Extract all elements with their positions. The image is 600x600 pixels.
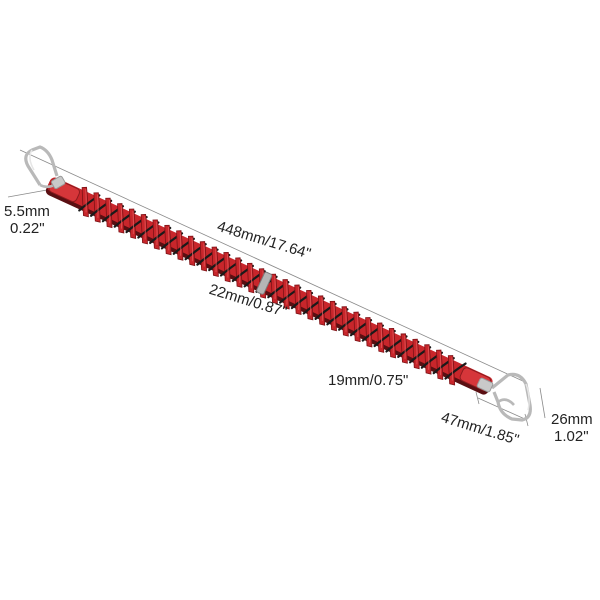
right-swivel-clasp <box>476 372 532 422</box>
braid-highlight <box>85 189 87 213</box>
braid-highlight <box>191 237 194 262</box>
braid-loop <box>294 284 302 315</box>
braid-loop <box>187 235 196 267</box>
braid-highlight <box>439 351 442 376</box>
braid-loop <box>164 224 172 256</box>
clasp-length-tick-a <box>475 391 480 405</box>
braid-highlight <box>250 265 253 289</box>
braid-highlight <box>404 335 406 359</box>
braid-highlight <box>451 357 453 381</box>
hole-size-mm-label: 5.5mm <box>4 203 50 220</box>
braid-loop <box>270 273 278 305</box>
braid-highlight <box>427 346 430 370</box>
braid-loop <box>93 192 101 223</box>
braid-highlight <box>416 341 418 365</box>
braid-highlight <box>297 286 300 311</box>
braid-loop <box>317 295 326 326</box>
braid-highlight <box>333 303 335 327</box>
braid-loop <box>152 219 160 250</box>
braid-highlight <box>156 221 158 245</box>
lacing-stitch <box>444 362 467 380</box>
braid-highlight <box>179 232 182 256</box>
braid-highlight <box>120 205 123 229</box>
middle-keeper-ring <box>256 271 273 295</box>
braid-highlight <box>144 216 146 240</box>
braid-loop <box>211 246 219 277</box>
braid-loop <box>424 344 432 375</box>
braid-loop <box>282 279 290 310</box>
braid-loop <box>117 203 125 234</box>
braid-highlight <box>309 292 312 316</box>
braid-highlight <box>356 313 359 338</box>
clasp-width-mm-label: 26mm <box>551 411 593 428</box>
braid-highlight <box>380 324 383 349</box>
braid-loop <box>412 338 420 370</box>
braid-highlight <box>238 259 241 283</box>
braid-highlight <box>203 243 205 267</box>
braid-loop <box>447 355 456 386</box>
clasp-length-dimension-line <box>477 397 528 421</box>
braid-loop <box>81 186 89 218</box>
braid-loop <box>341 306 349 337</box>
braid-highlight <box>215 248 217 273</box>
strap-width-label: 19mm/0.75" <box>328 372 409 389</box>
braid-loop <box>199 241 207 272</box>
braid-loop <box>353 311 361 343</box>
braid-highlight <box>321 297 323 321</box>
braid-loop <box>400 333 408 364</box>
braid-highlight <box>392 330 394 354</box>
braid-loop <box>235 257 243 288</box>
braid-highlight <box>345 308 347 332</box>
braid-highlight <box>132 210 134 235</box>
braid-highlight <box>108 199 111 224</box>
braid-highlight <box>97 194 99 218</box>
braid-highlight <box>286 281 288 305</box>
left-swivel-clasp <box>24 145 66 190</box>
braid-loop <box>105 197 113 229</box>
braid-highlight <box>167 227 170 251</box>
braid-loop <box>140 214 148 245</box>
braid-loop <box>128 208 137 239</box>
braid-highlight <box>274 275 276 300</box>
hole-size-in-label: 0.22" <box>10 220 45 237</box>
clasp-width-dimension-line <box>539 387 546 419</box>
braid-loop <box>388 327 396 359</box>
braid-loop <box>223 251 231 283</box>
braid-loop <box>306 289 314 321</box>
braid-loop <box>329 300 337 332</box>
clasp-width-in-label: 1.02" <box>554 428 589 445</box>
braid-highlight <box>226 254 229 278</box>
strap <box>45 177 493 395</box>
length-dimension-line <box>19 149 526 383</box>
braid-loop <box>436 349 444 381</box>
braid-loop <box>247 262 255 294</box>
braid-loop <box>377 322 385 353</box>
braid-highlight <box>368 319 371 343</box>
braid-loop <box>365 317 373 348</box>
braid-loop <box>176 230 184 261</box>
